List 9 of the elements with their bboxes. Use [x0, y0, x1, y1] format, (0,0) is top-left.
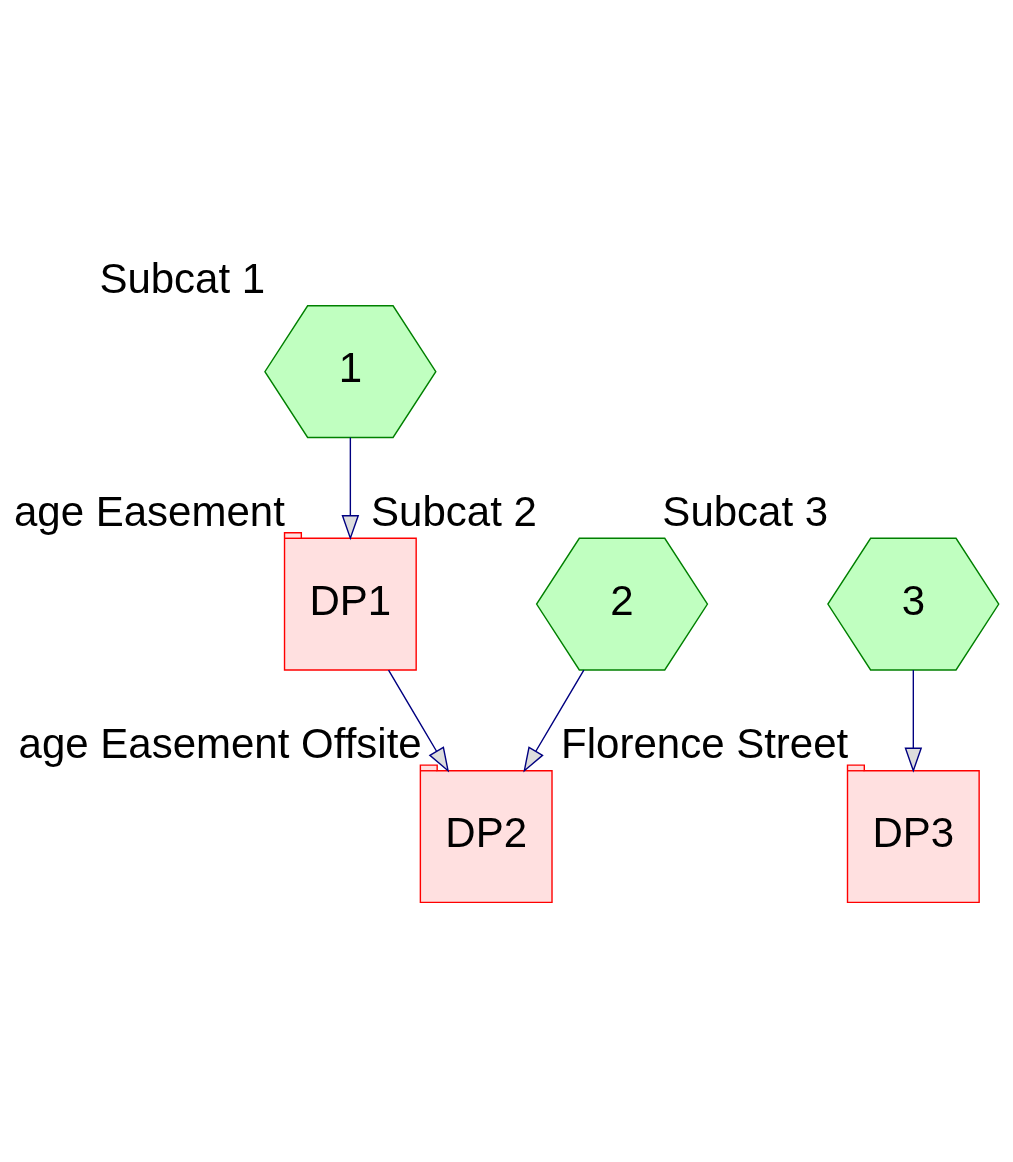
arrow	[904, 669, 923, 773]
arrow	[523, 669, 585, 773]
arrow	[341, 436, 360, 541]
node-label: Florence Street	[561, 720, 849, 768]
node-label: age Easement Offsite	[18, 720, 422, 768]
node-label: Subcat 1	[99, 255, 266, 303]
node-label: Subcat 2	[371, 487, 537, 535]
node-label: Subcat 3	[662, 487, 829, 535]
node-label: age Easement	[13, 487, 285, 535]
